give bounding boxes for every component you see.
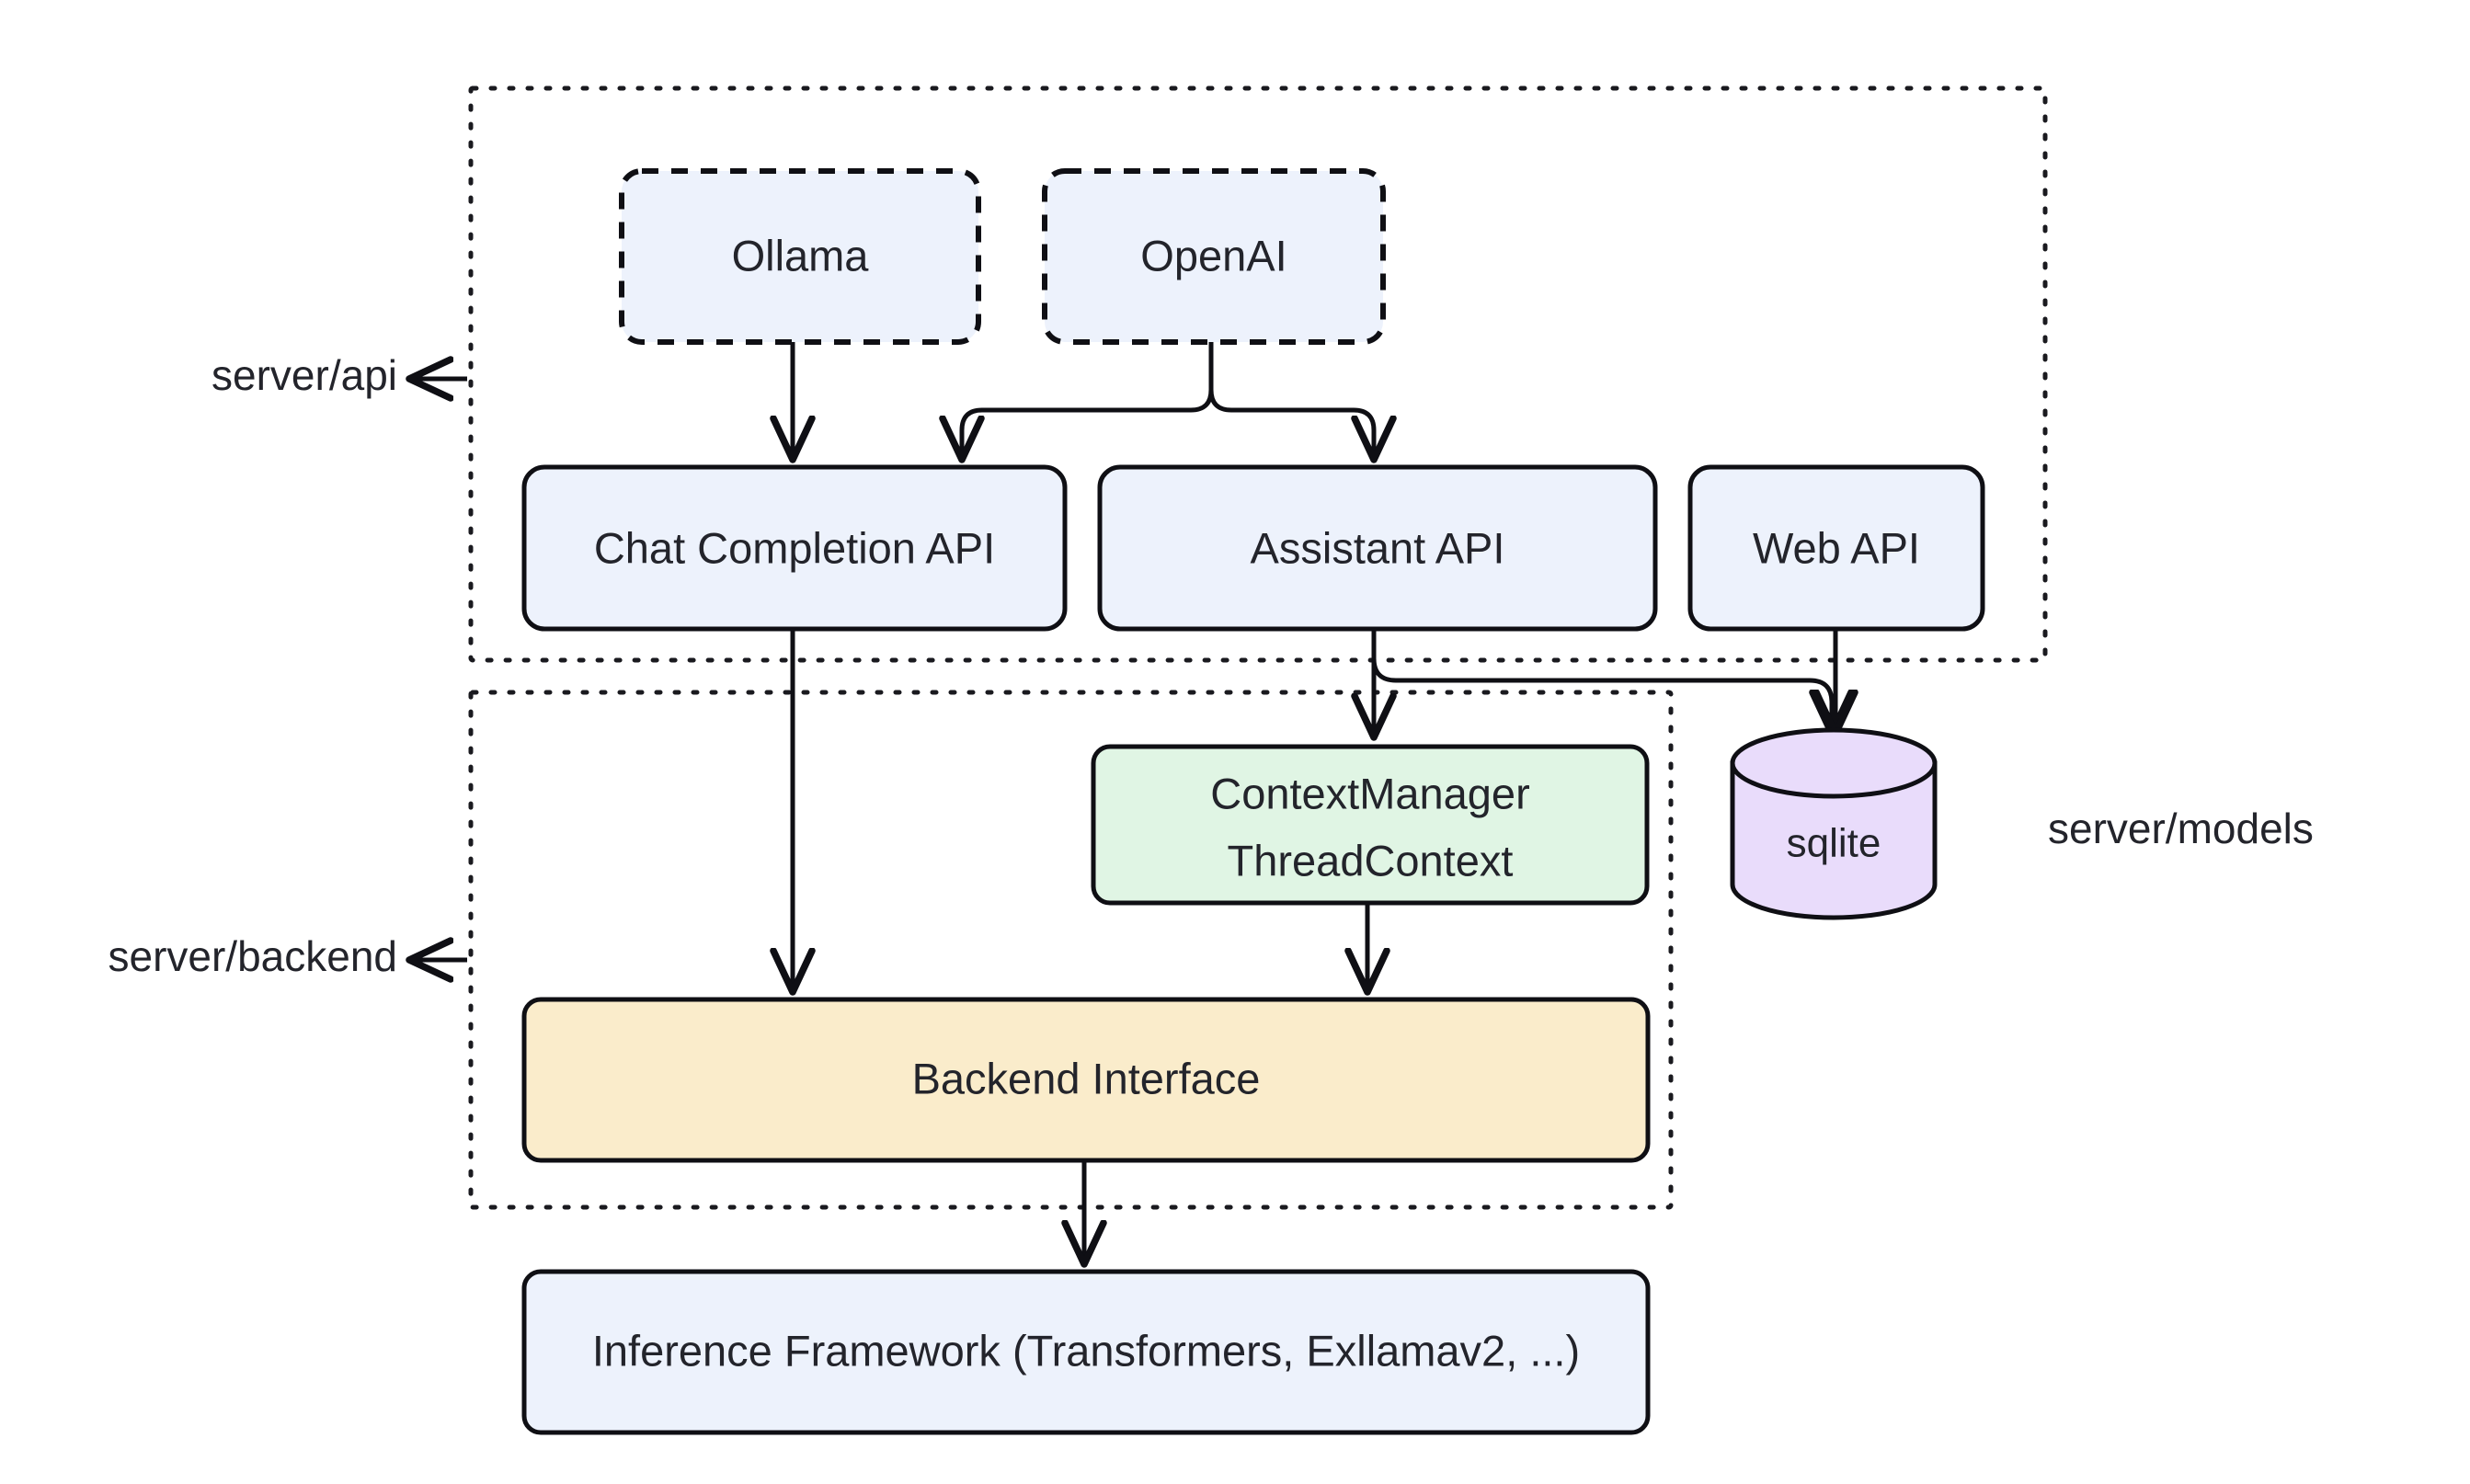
node-openai-label: OpenAI <box>1140 231 1286 280</box>
node-chat-completion-api-label: Chat Completion API <box>594 523 995 572</box>
node-context-manager[interactable]: ContextManager ThreadContext <box>1091 744 1650 906</box>
node-assistant-api-label: Assistant API <box>1251 523 1505 572</box>
node-inference-framework-shape[interactable] <box>521 1269 1651 1435</box>
group-label-server-backend-text: server/backend <box>109 932 398 980</box>
group-label-server-api: server/api <box>212 351 467 399</box>
node-sqlite-body[interactable] <box>1730 760 1938 920</box>
node-web-api-label: Web API <box>1753 523 1920 572</box>
node-context-manager-label-line1: ContextManager <box>1210 769 1529 817</box>
node-backend-interface-shape[interactable] <box>521 997 1651 1163</box>
edge-openai-to-chat-completion-api <box>962 342 1214 458</box>
node-ollama-label: Ollama <box>732 231 870 280</box>
group-server-api <box>468 86 2048 663</box>
node-backend-interface[interactable]: Backend Interface <box>521 997 1651 1163</box>
group-label-server-models: server/models <box>2048 805 2314 852</box>
node-sqlite[interactable]: sqlite <box>1730 727 1938 920</box>
node-web-api-shape[interactable] <box>1687 464 1985 632</box>
group-label-server-api-text: server/api <box>212 351 397 399</box>
edge-assistant-api-to-sqlite <box>1371 631 1832 732</box>
node-context-manager-shape[interactable] <box>1091 744 1650 906</box>
node-inference-framework-label: Inference Framework (Transformers, Exlla… <box>592 1326 1580 1375</box>
edge-openai-to-assistant-api <box>1208 342 1374 458</box>
node-context-manager-label-line2: ThreadContext <box>1228 836 1514 885</box>
node-web-api[interactable]: Web API <box>1687 464 1985 632</box>
node-backend-interface-label: Backend Interface <box>912 1054 1261 1102</box>
node-openai-shape[interactable] <box>1042 168 1386 345</box>
node-chat-completion-api-shape[interactable] <box>521 464 1068 632</box>
group-server-backend <box>468 690 1674 1210</box>
node-assistant-api[interactable]: Assistant API <box>1097 464 1658 632</box>
node-ollama-shape[interactable] <box>619 168 981 345</box>
node-chat-completion-api[interactable]: Chat Completion API <box>521 464 1068 632</box>
node-sqlite-top[interactable] <box>1730 727 1938 799</box>
node-assistant-api-shape[interactable] <box>1097 464 1658 632</box>
node-sqlite-label: sqlite <box>1787 821 1881 866</box>
group-label-server-backend: server/backend <box>109 932 467 980</box>
node-ollama[interactable]: Ollama <box>619 168 981 345</box>
node-inference-framework[interactable]: Inference Framework (Transformers, Exlla… <box>521 1269 1651 1435</box>
node-openai[interactable]: OpenAI <box>1042 168 1386 345</box>
